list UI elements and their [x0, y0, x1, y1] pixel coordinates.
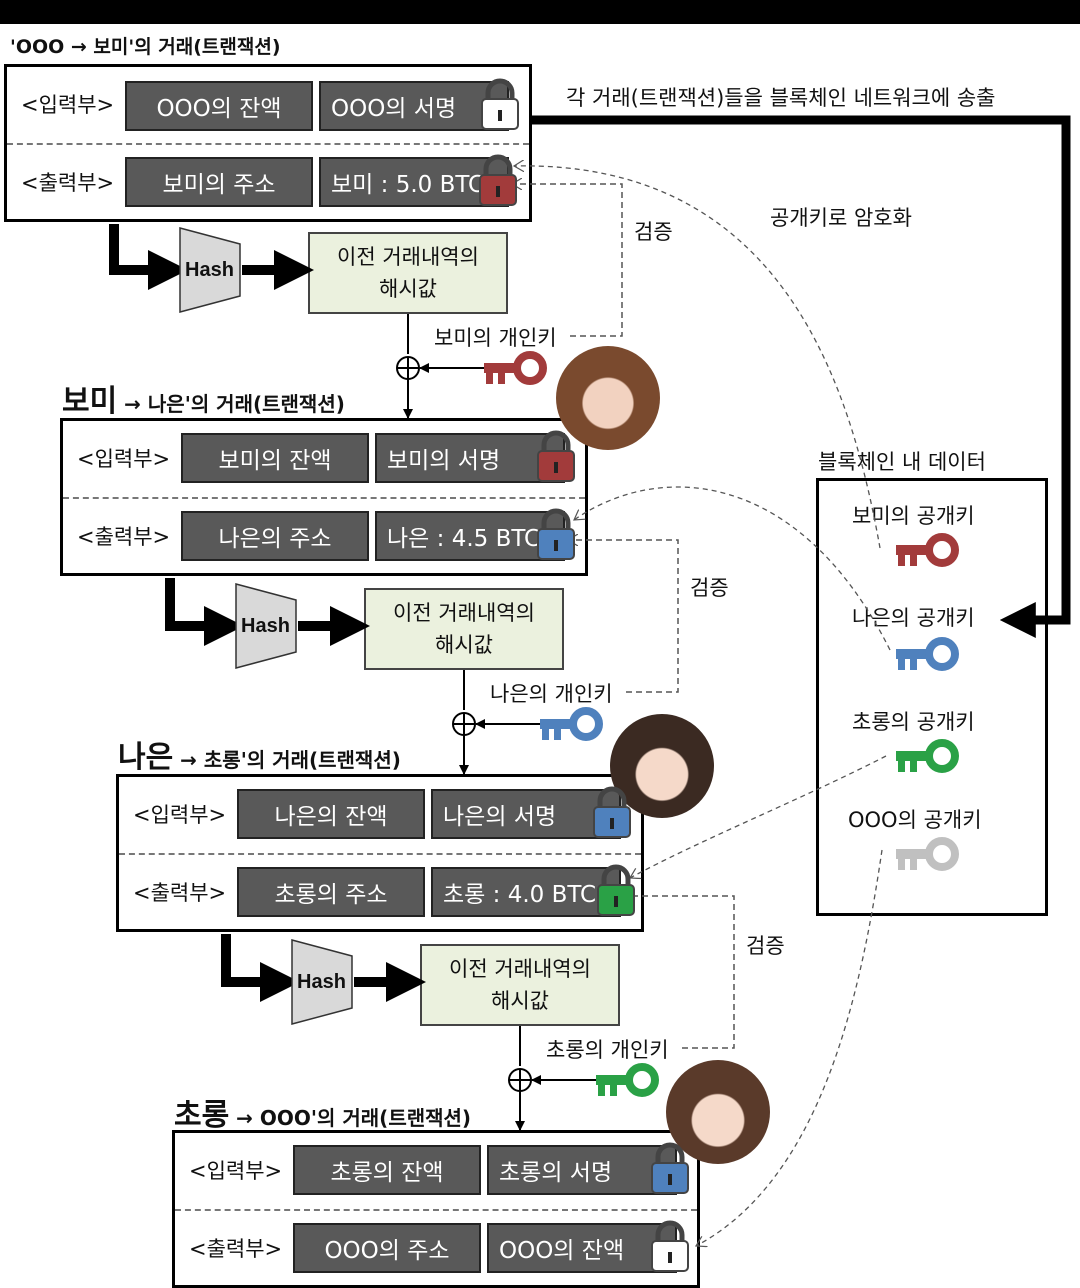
encrypt-curve-chorong: [630, 756, 886, 878]
public-key-icon-chorong: [896, 743, 955, 772]
public-key-icon-naeun: [896, 641, 955, 670]
signature-lock-icon: [482, 81, 518, 129]
public-key-icon-ooo: [896, 841, 955, 870]
verify-line-3: [624, 896, 734, 1048]
output-lock-icon: [598, 867, 634, 915]
hash-flow-arrow-3: [226, 934, 282, 982]
encrypt-curve-bomi: [514, 166, 880, 548]
encrypt-curve-naeun: [574, 487, 890, 650]
verify-line-1: [512, 184, 622, 336]
broadcast-arrow: [532, 120, 1066, 620]
private-key-icon-chorong: [596, 1067, 655, 1096]
public-key-icon-bomi: [896, 537, 955, 566]
signature-lock-icon: [538, 433, 574, 481]
hash-label: Hash: [297, 971, 346, 993]
private-key-icon-bomi: [484, 355, 543, 384]
output-lock-icon: [652, 1223, 688, 1271]
verify-line-2: [568, 540, 678, 692]
signature-lock-icon: [652, 1145, 688, 1193]
output-lock-icon: [538, 511, 574, 559]
private-key-icon-naeun: [540, 711, 599, 740]
hash-label: Hash: [241, 615, 290, 637]
hash-flow-arrow-1: [114, 224, 170, 270]
hash-flow-arrow-2: [170, 578, 226, 626]
output-lock-icon: [480, 157, 516, 205]
hash-label: Hash: [185, 259, 234, 281]
signature-lock-icon: [594, 789, 630, 837]
